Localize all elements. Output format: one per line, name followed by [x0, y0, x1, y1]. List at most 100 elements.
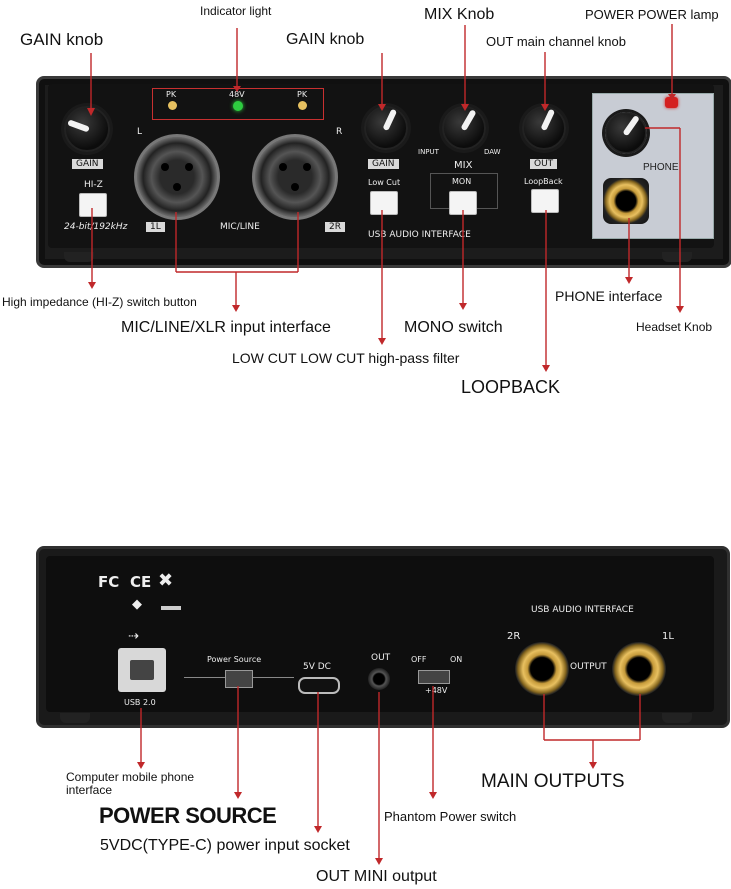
- callout-phantom-switch: Phantom Power switch: [384, 809, 517, 824]
- out-rear-label: OUT: [371, 653, 391, 663]
- callout-loopback: LOOPBACK: [461, 377, 561, 397]
- low-cut-button[interactable]: [370, 191, 398, 215]
- arrow-out: [541, 52, 549, 111]
- gain-knob-left[interactable]: [64, 106, 110, 152]
- callout-power-source: POWER SOURCE: [99, 803, 277, 828]
- main-output-1l-jack[interactable]: [612, 642, 666, 696]
- out-knob[interactable]: [522, 106, 566, 150]
- front-foot-left: [64, 252, 94, 262]
- pk-left-label: PK: [166, 90, 177, 99]
- pk-right-label: PK: [297, 90, 308, 99]
- callout-out-knob: OUT main channel knob: [486, 34, 626, 49]
- weee-bin-icon: ✖: [158, 570, 174, 591]
- arrow-power-lamp: [668, 24, 676, 100]
- usb-symbol-icon: ⇢: [128, 629, 139, 644]
- line-hiz: [88, 208, 96, 289]
- line-mic-line: [175, 212, 299, 312]
- line-main-outputs: [543, 694, 641, 769]
- weee-bar-icon: [161, 606, 181, 610]
- 48v-label: 48V: [229, 90, 245, 99]
- xlr-input-1[interactable]: [134, 134, 220, 220]
- fc-mark: FC: [98, 573, 120, 591]
- line-power-source: [234, 686, 242, 799]
- spec-label: 24-bit/192kHz: [64, 222, 128, 232]
- callout-mono-switch: MONO switch: [404, 319, 503, 336]
- loopback-label: LoopBack: [524, 177, 563, 186]
- on-label: ON: [450, 655, 463, 664]
- out-label: OUT: [530, 159, 558, 169]
- usb2-label: USB 2.0: [124, 698, 156, 707]
- line-phantom: [429, 686, 437, 799]
- line-usb: [137, 708, 145, 769]
- mic-line-label: MIC/LINE: [220, 222, 260, 232]
- ch2-label: 2R: [325, 222, 345, 232]
- power-source-label: Power Source: [207, 655, 262, 664]
- daw-label: DAW: [484, 148, 501, 156]
- out-mini-jack[interactable]: [368, 668, 390, 690]
- input-label: INPUT: [418, 148, 439, 156]
- gain-left-label: GAIN: [72, 159, 103, 169]
- line-phone: [625, 218, 633, 284]
- callout-mic-line-input: MIC/LINE/XLR input interface: [121, 319, 331, 336]
- hiz-button[interactable]: [79, 193, 107, 217]
- phone-jack[interactable]: [603, 178, 649, 224]
- headset-knob[interactable]: [605, 112, 647, 154]
- loopback-button[interactable]: [531, 189, 559, 213]
- 48v-led: [233, 101, 243, 111]
- xlr-input-2[interactable]: [252, 134, 338, 220]
- hiz-label: HI-Z: [84, 180, 103, 190]
- callout-indicator-light: Indicator light: [200, 4, 272, 18]
- compliance-icon: ◆: [132, 597, 142, 612]
- ce-mark: CE: [130, 573, 152, 591]
- output-label: OUTPUT: [570, 662, 607, 672]
- callout-out-mini: OUT MINI output: [316, 868, 437, 885]
- callout-gain-knob-left: GAIN knob: [20, 30, 104, 49]
- power-source-switch[interactable]: [225, 670, 253, 688]
- out-2r-label: 2R: [507, 631, 521, 642]
- callout-computer-phone-iface: Computer mobile phone interface: [66, 770, 195, 797]
- 48v-rear-label: +48V: [425, 686, 448, 695]
- arrow-gain-left: [87, 53, 95, 116]
- low-cut-label: Low Cut: [368, 178, 401, 187]
- line-low-cut: [378, 210, 386, 345]
- pk-left-led: [168, 101, 177, 110]
- callout-phone-interface: PHONE interface: [555, 288, 663, 304]
- mix-knob[interactable]: [442, 106, 486, 150]
- usb-c-port[interactable]: [298, 677, 340, 694]
- usb-iface-front-label: USB AUDIO INTERFACE: [368, 230, 471, 240]
- off-label: OFF: [411, 655, 427, 664]
- pk-right-led: [298, 101, 307, 110]
- rear-foot-right: [662, 713, 692, 723]
- arrow-gain-right: [378, 53, 386, 111]
- mix-label: MIX: [454, 160, 473, 171]
- gain-knob-right[interactable]: [364, 106, 408, 150]
- arrow-indicator: [233, 28, 241, 92]
- rear-foot-left: [60, 713, 90, 723]
- line-mono: [459, 210, 467, 310]
- line-loopback: [542, 210, 550, 372]
- ch1-label: 1L: [146, 222, 165, 232]
- callout-power-lamp: POWER POWER lamp: [585, 7, 719, 22]
- phantom-switch[interactable]: [418, 670, 450, 684]
- line-usb-c: [314, 692, 322, 833]
- callout-mix-knob: MIX Knob: [424, 6, 495, 23]
- callout-headset-knob: Headset Knob: [636, 320, 713, 334]
- dc-label: 5V DC: [303, 662, 331, 672]
- line-headset: [645, 127, 684, 313]
- callout-gain-knob-right: GAIN knob: [286, 31, 365, 48]
- arrow-mix: [461, 25, 469, 111]
- out-1l-label: 1L: [662, 631, 674, 642]
- usb-b-port[interactable]: [118, 648, 166, 692]
- callout-low-cut: LOW CUT LOW CUT high-pass filter: [232, 350, 460, 366]
- callout-hiz-button: High impedance (HI-Z) switch button: [2, 295, 197, 309]
- callout-main-outputs: MAIN OUTPUTS: [481, 771, 625, 792]
- callout-power-socket: 5VDC(TYPE-C) power input socket: [100, 837, 350, 854]
- r-label: R: [336, 127, 343, 137]
- l-label: L: [137, 127, 143, 137]
- main-output-2r-jack[interactable]: [515, 642, 569, 696]
- front-foot-right: [662, 252, 692, 262]
- line-out-mini: [375, 692, 383, 865]
- phone-label: PHONE: [643, 162, 679, 173]
- power-lamp: [665, 97, 678, 108]
